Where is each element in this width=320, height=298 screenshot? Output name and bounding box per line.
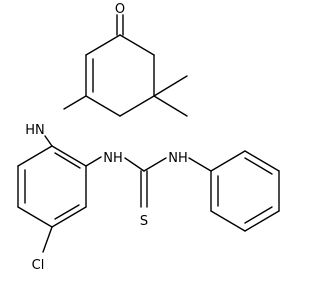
bond-a4-a5 [17,206,53,228]
bond-methyl-b [153,95,188,117]
bond-a1-a2-inner [54,152,81,169]
bond-c4-c5 [85,95,121,117]
structure-diagram: O HN NH NH S Cl [17,2,280,273]
molecule-svg: O HN NH NH S Cl [17,2,280,273]
bond-nh-phenyl [188,157,212,172]
bond-nh-thiourea-c [124,157,145,172]
bond-c1-c2 [119,34,155,56]
bond-a3-a4-inner [54,204,80,220]
bond-nh-aryl [44,135,53,147]
bond-c3-c4 [119,95,155,117]
bond-a3-a4 [51,206,87,228]
bond-a4-cl [42,226,53,253]
bond-p4-p5 [244,210,280,232]
bond-c5-nh [63,95,87,110]
aryl-nh-label: NH [103,151,123,166]
sulfur-label: S [140,214,148,229]
bond-methyl-a [153,75,188,97]
bond-p2-p3 [244,150,280,172]
bond-thiourea-c-nh [143,157,167,172]
bond-p1-p2 [210,150,246,172]
bond-c6-c1 [85,34,121,56]
bond-a1-a2 [51,145,87,167]
phenyl-nh-label: NH [168,151,188,166]
enamine-nh-label: HN [25,123,45,138]
bond-a2-nh [85,156,102,167]
bond-p5-p6 [210,210,246,232]
bond-a6-a1 [17,145,53,167]
bond-p4-p5-inner [244,206,273,224]
chlorine-label: Cl [32,258,45,273]
bond-p2-p3-inner [244,157,273,175]
oxygen-label: O [115,2,125,17]
